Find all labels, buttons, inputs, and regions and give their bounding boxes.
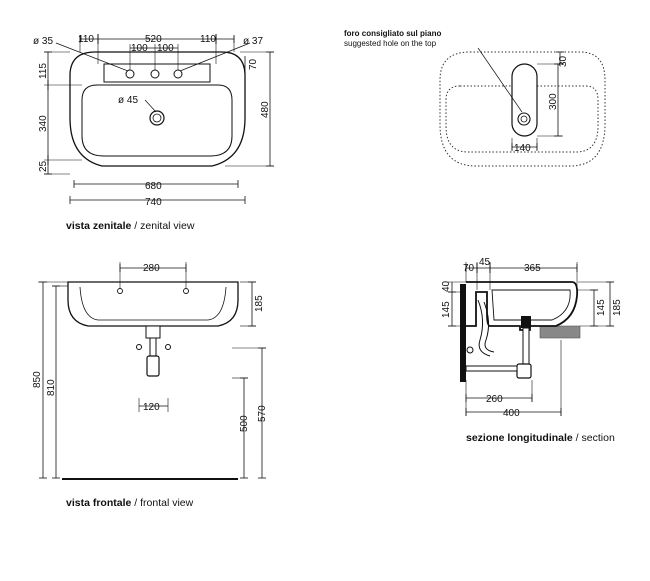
dim-25: 25	[38, 160, 49, 172]
overflow-hole-left	[117, 288, 123, 294]
dim-100-left: 100	[131, 43, 148, 54]
dim-365: 365	[524, 263, 541, 274]
section-siphon	[516, 363, 532, 379]
waste-valve	[145, 325, 161, 339]
dim-diameter-35: ø 35	[33, 36, 53, 47]
dim-45: 45	[479, 257, 491, 268]
hole-note-it: foro consigliato sul piano	[344, 29, 442, 38]
caption-zenital-sep: /	[131, 220, 141, 232]
supply-pipe-2	[483, 301, 495, 353]
dim-110-left: 110	[78, 34, 94, 45]
section-waste-valve	[521, 316, 531, 328]
frontal-view: 280 185 850 810 120 500 570	[32, 262, 268, 480]
caption-section-view: sezione longitudinale / section	[466, 432, 615, 444]
siphon-body	[146, 355, 160, 377]
section-waste-pipe	[522, 327, 530, 365]
basin-top-outline	[69, 51, 246, 167]
dim-diameter-45: ø 45	[118, 95, 138, 106]
tap-deck	[103, 63, 211, 83]
dim-500: 500	[239, 415, 250, 432]
caption-zenital-it: vista zenitale	[66, 220, 132, 232]
suggested-hole-drain-inner	[520, 115, 528, 123]
caption-section-it: sezione longitudinale	[466, 432, 573, 444]
drain-outer	[149, 110, 165, 126]
zenital-view: 110 520 110 100 100 ø 35 ø 37 ø 45 70 48…	[33, 34, 274, 208]
basin-front-outline	[67, 281, 239, 327]
dim-diameter-37: ø 37	[243, 36, 263, 47]
dim-520: 520	[145, 34, 162, 45]
basin-inner-bowl	[81, 84, 233, 157]
wall-fixing-left	[136, 344, 142, 350]
dim-110-right: 110	[200, 34, 216, 45]
supply-pipe-1	[477, 299, 491, 357]
caption-zenital-view: vista zenitale / zenital view	[66, 220, 194, 232]
dim-145-left: 145	[441, 301, 452, 318]
dim-185-front: 185	[254, 295, 265, 312]
drain-inner	[152, 113, 162, 123]
dim-145-right: 145	[596, 299, 607, 316]
waste-pipe	[149, 337, 157, 357]
hole-view: 30 300 140	[439, 47, 606, 167]
overflow-hole-right	[183, 288, 189, 294]
tap-hole-left	[125, 69, 135, 79]
dim-140: 140	[514, 143, 531, 154]
basin-section-inner	[491, 289, 571, 321]
dim-740: 740	[145, 197, 162, 208]
dim-70: 70	[248, 58, 259, 70]
caption-frontal-it: vista frontale	[66, 497, 132, 509]
dim-185-section: 185	[612, 299, 623, 316]
dim-120: 120	[143, 402, 160, 413]
dim-70-section: 70	[463, 263, 475, 274]
counter-basin-outline-dotted	[439, 51, 606, 167]
caption-section-sep: /	[572, 432, 582, 444]
caption-frontal-sep: /	[131, 497, 141, 509]
counter-inner-dotted	[445, 85, 599, 153]
dim-810: 810	[46, 379, 57, 396]
dim-340: 340	[38, 115, 49, 132]
tap-hole-right	[173, 69, 183, 79]
dim-280: 280	[143, 263, 160, 274]
hole-note: foro consigliato sul piano suggested hol…	[344, 29, 441, 49]
suggested-hole-drain-outer	[517, 112, 531, 126]
basin-front-inner	[79, 286, 227, 321]
hole-note-en: suggested hole on the top	[344, 39, 437, 48]
countertop	[539, 325, 581, 339]
dim-480: 480	[260, 101, 271, 118]
dim-100-right: 100	[157, 43, 174, 54]
caption-frontal-view: vista frontale / frontal view	[66, 497, 193, 509]
dim-115: 115	[38, 63, 49, 79]
dim-570: 570	[257, 405, 268, 422]
section-outlet-pipe	[465, 365, 518, 372]
dim-680: 680	[145, 181, 162, 192]
wall	[460, 284, 466, 382]
basin-section-outline	[466, 281, 579, 331]
caption-frontal-en: frontal view	[140, 497, 194, 509]
dim-260: 260	[486, 394, 503, 405]
dim-40: 40	[441, 280, 452, 292]
tap-hole-center	[150, 69, 160, 79]
dim-30: 30	[558, 55, 569, 67]
dim-850: 850	[32, 371, 43, 388]
caption-zenital-en: zenital view	[140, 220, 195, 232]
section-wall-fixing	[466, 346, 474, 354]
dim-300: 300	[548, 93, 559, 110]
section-view: 70 45 365 40 145 145 185 260 400	[441, 257, 623, 419]
caption-section-en: section	[581, 432, 615, 444]
dim-400: 400	[503, 408, 520, 419]
wall-fixing-right	[165, 344, 171, 350]
